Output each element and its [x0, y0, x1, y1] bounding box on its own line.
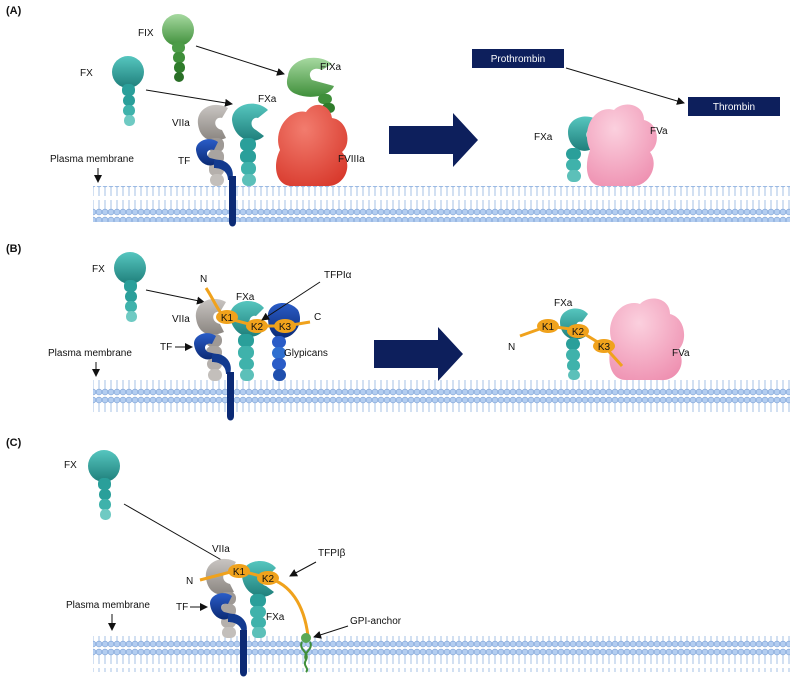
- plasma-membrane-b: [93, 380, 790, 416]
- fxa-label-b: FXa: [236, 292, 255, 303]
- big-arrow-a: [389, 113, 478, 167]
- viia-label-b: VIIa: [172, 314, 190, 325]
- fva-protein: [586, 104, 657, 186]
- k2-domain-right: [567, 324, 589, 338]
- tf-protein-c: [210, 593, 247, 677]
- fviiia-protein: [276, 104, 348, 186]
- k3-label-right: K3: [598, 342, 611, 353]
- tf-label-c: TF: [176, 602, 188, 613]
- tf-protein: [196, 139, 236, 227]
- tf-label-b: TF: [160, 342, 172, 353]
- fva-label-b: FVa: [672, 348, 690, 359]
- tf-protein-b: [194, 333, 234, 421]
- gpi-anchor: [300, 633, 312, 673]
- fxa-protein: [232, 103, 268, 186]
- k2-label-c: K2: [262, 574, 275, 585]
- prothrombin-to-thrombin-arrow: [565, 67, 685, 105]
- k1-label-b: K1: [221, 313, 234, 324]
- thrombin-label: Thrombin: [713, 102, 755, 113]
- fva-protein-b: [609, 298, 685, 381]
- tfpi-beta-arrow: [289, 561, 317, 577]
- thrombin-box: [688, 97, 780, 116]
- fx-to-fxa-arrow: [145, 89, 233, 107]
- viia-label: VIIa: [172, 118, 190, 129]
- k2-label-right: K2: [572, 327, 585, 338]
- k1-domain-right: [537, 319, 559, 333]
- panel-c-label: (C): [6, 437, 22, 449]
- fx-label-c: FX: [64, 460, 77, 471]
- tfpi-alpha-arrow: [261, 281, 321, 321]
- k2-domain-c: [257, 571, 279, 585]
- tfpi-beta-label: TFPIβ: [318, 548, 346, 559]
- n-label-b: N: [200, 274, 207, 285]
- panel-a-label: (A): [6, 5, 22, 17]
- fx-label: FX: [80, 68, 93, 79]
- fx-protein-b: [114, 252, 146, 322]
- k3-domain-right: [593, 339, 615, 353]
- prothrombin-label: Prothrombin: [491, 54, 545, 65]
- fix-protein: [162, 14, 194, 82]
- k1-label-right: K1: [542, 322, 555, 333]
- glypicans-label: Glypicans: [284, 348, 328, 359]
- k3-domain-b: [274, 319, 296, 333]
- fxa-label: FXa: [258, 94, 277, 105]
- k2-label-b: K2: [251, 322, 264, 333]
- fx-arrow-c: [123, 503, 233, 567]
- fx-arrow-b: [145, 289, 205, 305]
- gpi-anchor-label: GPI-anchor: [350, 616, 402, 627]
- fx-label-b: FX: [92, 264, 105, 275]
- plasma-membrane-label-c: Plasma membrane: [66, 600, 150, 611]
- panel-b-label: (B): [6, 243, 22, 255]
- plasma-membrane-a: [93, 186, 790, 222]
- tfpi-alpha-label: TFPIα: [324, 270, 352, 281]
- plasma-membrane-c: [93, 636, 790, 672]
- fixa-label: FIXa: [320, 62, 342, 73]
- k1-domain-c: [228, 564, 250, 578]
- fxa-right-label-b: FXa: [554, 298, 573, 309]
- tf-label: TF: [178, 156, 190, 167]
- viia-label-c: VIIa: [212, 544, 230, 555]
- fx-protein: [112, 56, 144, 126]
- plasma-membrane-label-a: Plasma membrane: [50, 154, 134, 165]
- fix-label: FIX: [138, 28, 154, 39]
- c-label-b: C: [314, 312, 321, 323]
- viia-protein: [197, 104, 228, 186]
- panel-a: (A) FIX FIXa FX FXa: [6, 5, 790, 227]
- fviiia-label: FVIIIa: [338, 154, 365, 165]
- fx-protein-c: [88, 450, 120, 520]
- fix-to-fixa-arrow: [195, 45, 285, 76]
- k1-domain-b: [216, 310, 238, 324]
- fxa-right-label: FXa: [534, 132, 553, 143]
- plasma-membrane-label-b: Plasma membrane: [48, 348, 132, 359]
- prothrombin-box: [472, 49, 564, 68]
- k3-label-b: K3: [279, 322, 292, 333]
- n-label-right: N: [508, 342, 515, 353]
- big-arrow-b: [374, 327, 463, 381]
- glypicans-protein: [267, 303, 301, 381]
- fxa-label-c: FXa: [266, 612, 285, 623]
- fxa-right-protein-b: [560, 308, 588, 380]
- n-label-c: N: [186, 576, 193, 587]
- fva-label: FVa: [650, 126, 668, 137]
- gpi-anchor-arrow: [313, 625, 349, 639]
- panel-b: (B) FX VIIa FXa: [6, 243, 790, 421]
- k1-label-c: K1: [233, 567, 246, 578]
- panel-c: (C) FX VIIa FXa: [6, 437, 790, 677]
- k2-domain-b: [246, 319, 268, 333]
